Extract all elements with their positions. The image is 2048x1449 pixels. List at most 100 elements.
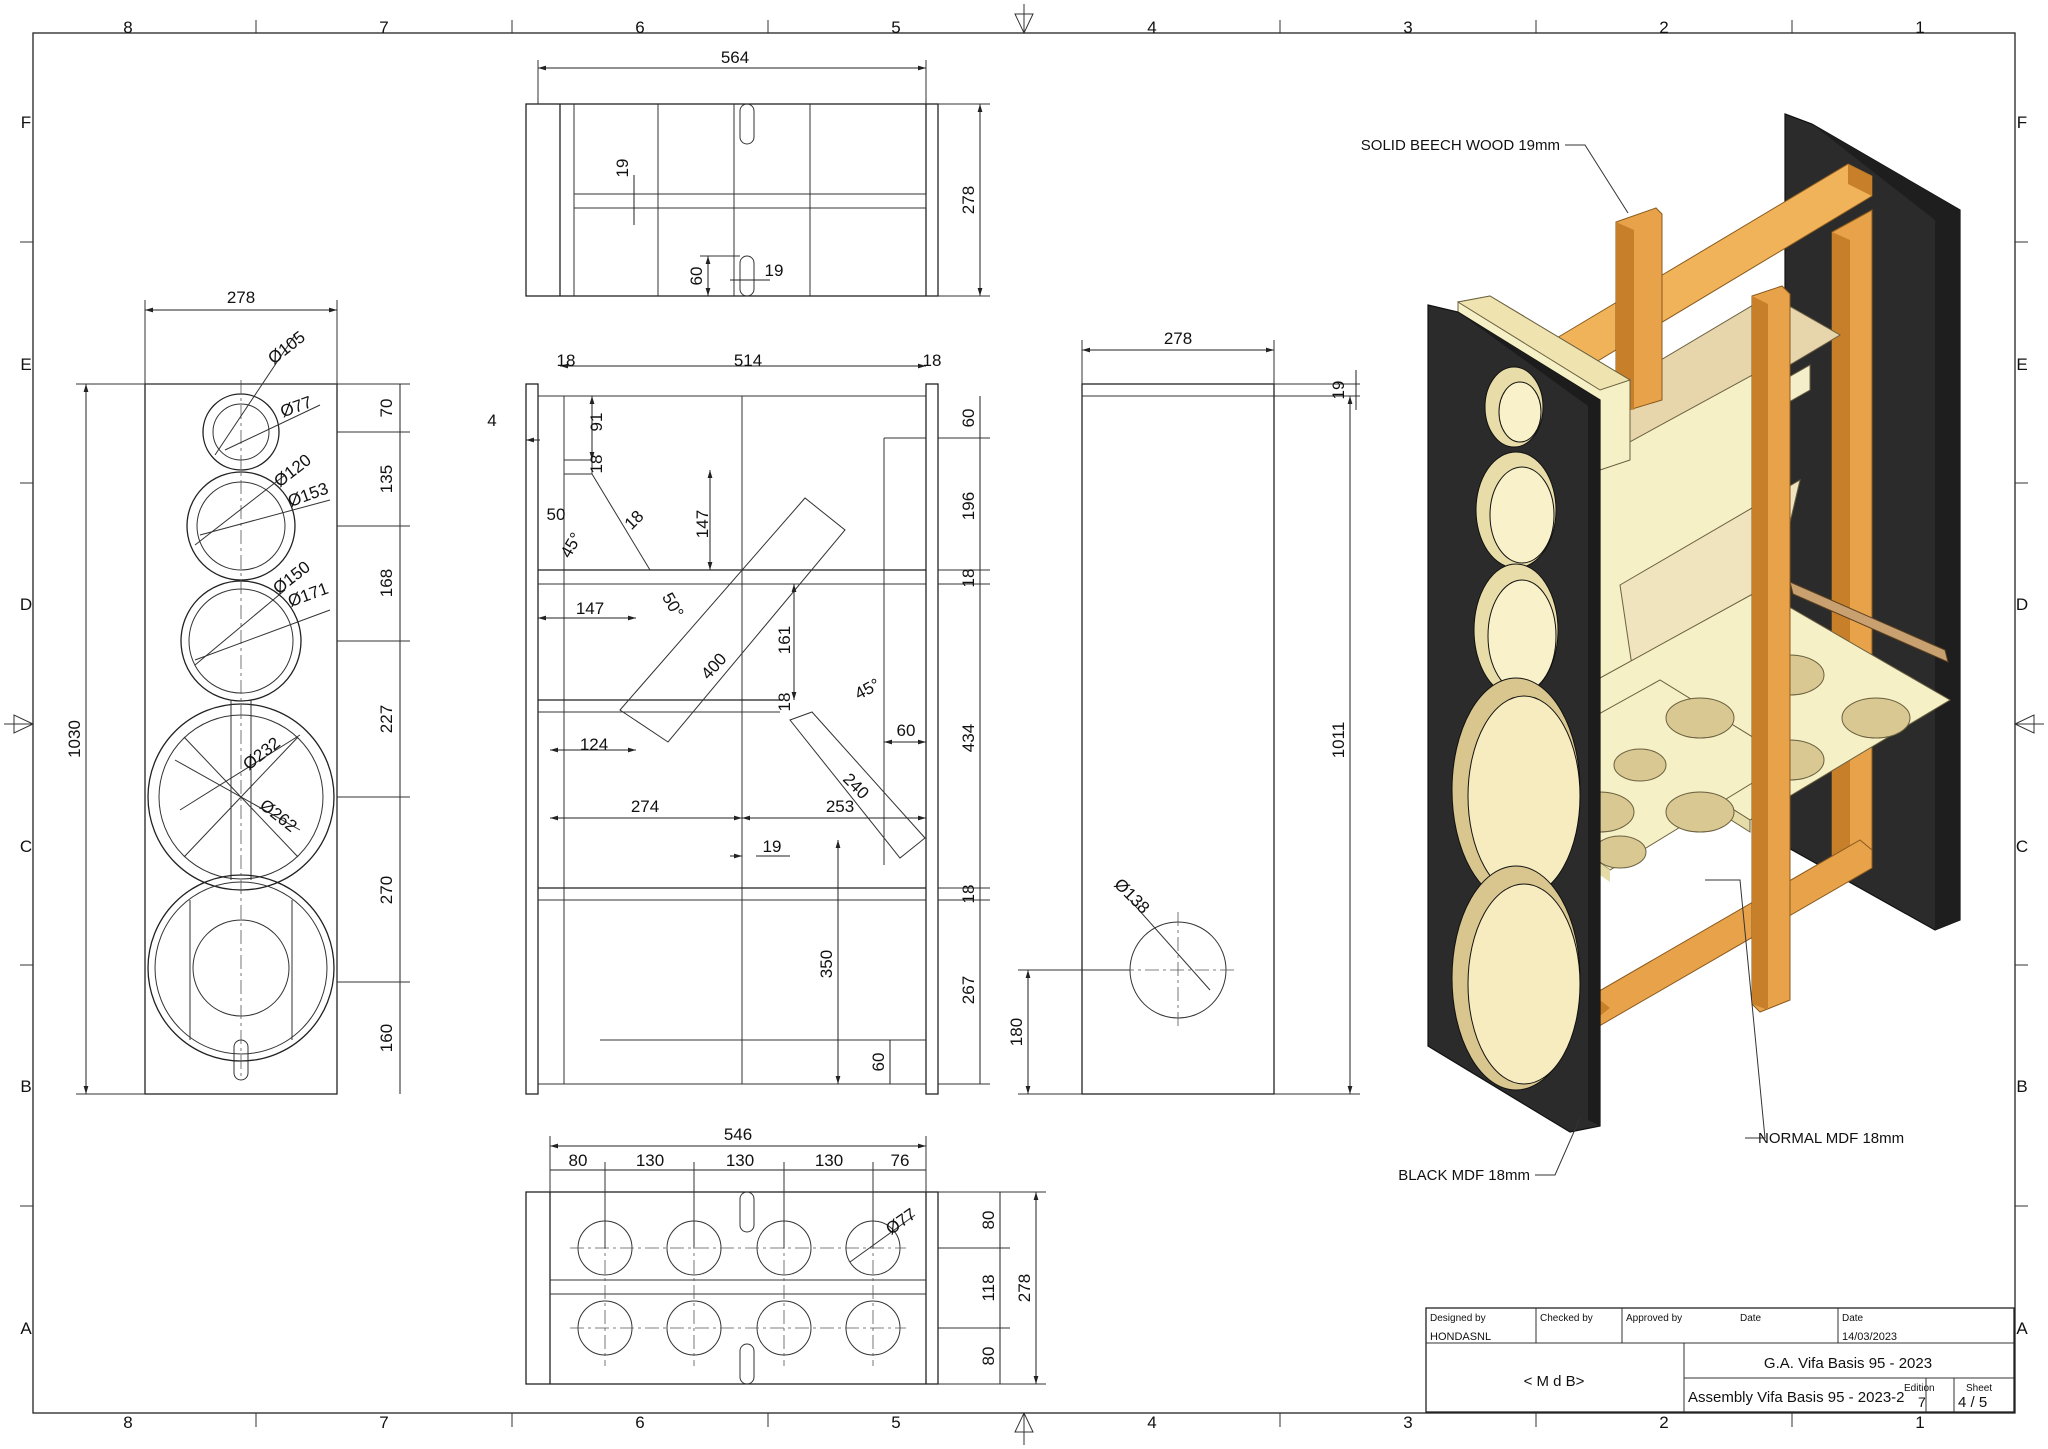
front-seg-dim: 227 (377, 705, 396, 733)
bottom-right-dim: 80 (979, 1211, 998, 1230)
col-label-top: 5 (891, 18, 900, 37)
section-dim: 50° (658, 589, 687, 621)
side-height-dim: 1011 (1329, 722, 1348, 759)
row-label-right: D (2016, 595, 2028, 614)
bottom-hole-dia: Ø77 (882, 1204, 919, 1238)
bottom-right-dim: 118 (979, 1274, 998, 1301)
section-dim: 274 (631, 797, 659, 816)
side-top-panel-dim: 19 (1329, 381, 1348, 400)
front-view: 278 1030 70 135 168 227 270 160 Ø105 Ø77… (65, 288, 410, 1095)
tb-date-label: Date (1842, 1313, 1864, 1324)
section-right-dim: 434 (959, 724, 978, 752)
row-label-left: A (20, 1319, 32, 1338)
section-dim: 18 (775, 693, 794, 712)
col-label-bottom: 5 (891, 1413, 900, 1432)
section-dim: 350 (817, 950, 836, 978)
callout-beech-wood: SOLID BEECH WOOD 19mm (1361, 137, 1560, 154)
top-slot-dim: 60 (687, 267, 706, 286)
tb-sheet-label: Sheet (1966, 1383, 1992, 1394)
bottom-view: 546 80 130 130 130 76 Ø77 80 118 80 278 (525, 1125, 1046, 1385)
col-label-top: 1 (1915, 18, 1924, 37)
top-view: 564 278 19 60 19 (525, 48, 990, 297)
tb-sheet-value: 4 / 5 (1958, 1394, 1987, 1411)
callout-black-mdf: BLACK MDF 18mm (1398, 1167, 1530, 1184)
bottom-depth-dim: 278 (1015, 1274, 1034, 1302)
section-dim: 45° (557, 529, 586, 561)
hole-dia: Ø105 (264, 327, 308, 368)
tb-date-label: Date (1740, 1313, 1762, 1324)
col-label-bottom: 4 (1147, 1413, 1156, 1432)
section-dim: 50 (547, 505, 566, 524)
col-label-bottom: 6 (635, 1413, 644, 1432)
zone-labels: 8 7 6 5 4 3 2 1 8 7 6 5 4 3 2 1 F E D C … (20, 18, 2028, 1432)
col-label-top: 6 (635, 18, 644, 37)
tb-checked-label: Checked by (1540, 1313, 1593, 1324)
section-dim: 400 (697, 649, 730, 683)
tb-edition-label: Edition (1904, 1383, 1935, 1394)
section-dim: 124 (580, 735, 608, 754)
section-dim: 60 (869, 1053, 888, 1072)
tb-approved-label: Approved by (1626, 1313, 1682, 1324)
section-view: 18 514 18 4 91 18 147 50 45° 18 50° 147 … (487, 351, 990, 1095)
section-dim: 18 (621, 507, 648, 534)
bottom-total-dim: 546 (724, 1125, 752, 1144)
callout-normal-mdf: NORMAL MDF 18mm (1758, 1130, 1904, 1147)
row-label-left: C (20, 837, 32, 856)
front-seg-dim: 135 (377, 465, 396, 493)
tb-subtitle: Assembly Vifa Basis 95 - 2023-2 (1688, 1389, 1905, 1406)
col-label-top: 3 (1403, 18, 1412, 37)
section-right-dim: 60 (959, 409, 978, 428)
bottom-spacing-dim: 130 (815, 1151, 843, 1170)
tb-company: < M d B> (1524, 1373, 1585, 1390)
bottom-spacing-dim: 80 (569, 1151, 588, 1170)
side-port-height-dim: 180 (1007, 1018, 1026, 1046)
top-depth-dim: 278 (959, 186, 978, 214)
bottom-spacing-dim: 76 (891, 1151, 910, 1170)
col-label-bottom: 8 (123, 1413, 132, 1432)
section-dim: 19 (763, 837, 782, 856)
front-seg-dim: 168 (377, 569, 396, 597)
hole-dia: Ø262 (256, 795, 300, 836)
section-top-dim: 514 (734, 351, 762, 370)
row-label-left: D (20, 595, 32, 614)
row-label-left: E (20, 355, 31, 374)
section-right-dim: 18 (959, 885, 978, 904)
row-label-right: E (2016, 355, 2027, 374)
section-dim: 253 (826, 797, 854, 816)
col-label-bottom: 3 (1403, 1413, 1412, 1432)
section-right-dim: 267 (959, 976, 978, 1004)
section-dim: 161 (775, 626, 794, 654)
front-width-dim: 278 (227, 288, 255, 307)
row-label-left: F (21, 113, 31, 132)
front-seg-dim: 270 (377, 876, 396, 904)
tb-edition-value: 7 (1918, 1394, 1926, 1410)
row-label-left: B (20, 1077, 31, 1096)
section-dim: 91 (587, 413, 606, 432)
front-seg-dim: 70 (377, 399, 396, 418)
col-label-top: 2 (1659, 18, 1668, 37)
tb-title: G.A. Vifa Basis 95 - 2023 (1764, 1355, 1932, 1372)
top-width-dim: 564 (721, 48, 749, 67)
section-dim: 45° (852, 675, 884, 704)
section-right-dim: 196 (959, 492, 978, 520)
tb-designed-value: HONDASNL (1430, 1331, 1491, 1343)
bottom-spacing-dim: 130 (636, 1151, 664, 1170)
hole-dia: Ø232 (239, 733, 283, 774)
section-dim: 18 (587, 455, 606, 474)
col-label-bottom: 7 (379, 1413, 388, 1432)
col-label-bottom: 1 (1915, 1413, 1924, 1432)
front-seg-dim: 160 (377, 1024, 396, 1052)
row-label-right: B (2016, 1077, 2027, 1096)
side-width-dim: 278 (1164, 329, 1192, 348)
title-block: Designed by HONDASNL Checked by Approved… (1425, 1307, 2015, 1413)
sheet-border (4, 4, 2044, 1445)
side-port-dia: Ø138 (1110, 875, 1153, 918)
tb-designed-label: Designed by (1430, 1313, 1486, 1324)
top-slot-dim: 19 (765, 261, 784, 280)
section-dim: 60 (897, 721, 916, 740)
row-label-right: F (2017, 113, 2027, 132)
section-dim: 147 (576, 599, 604, 618)
section-dim: 147 (693, 510, 712, 538)
bottom-spacing-dim: 130 (726, 1151, 754, 1170)
